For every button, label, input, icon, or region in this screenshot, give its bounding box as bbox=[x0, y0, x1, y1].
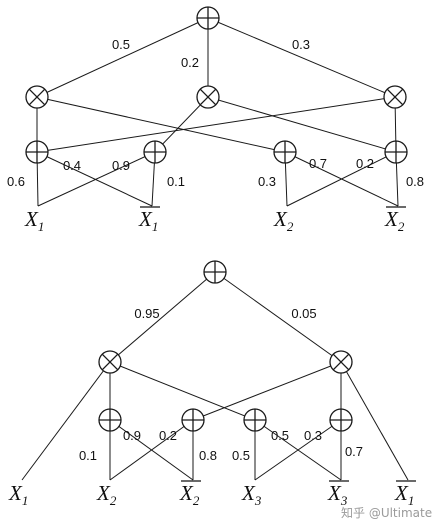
top-variable-nx2: X2 bbox=[384, 206, 406, 234]
bottom-sum-node-s3 bbox=[243, 408, 267, 432]
top-sum-node-s4 bbox=[384, 140, 408, 164]
edges-layer bbox=[21, 17, 409, 481]
top-variable-nx1: X1 bbox=[138, 206, 160, 234]
bottom-edge-r-p1 bbox=[109, 271, 216, 363]
top-edge-r-p3 bbox=[207, 17, 396, 98]
variable-subscript: 1 bbox=[22, 493, 29, 508]
top-edge-p3-s1 bbox=[36, 96, 396, 153]
top-product-node-p1 bbox=[25, 85, 49, 109]
bottom-sum-node-s1 bbox=[98, 408, 122, 432]
variable-symbol: X bbox=[384, 207, 399, 231]
top-weight-s2-x1: 0.9 bbox=[112, 158, 130, 173]
top-sum-node-r bbox=[196, 6, 220, 30]
top-variable-x1: X1 bbox=[24, 207, 44, 234]
top-weight-s4-nx2: 0.8 bbox=[406, 174, 424, 189]
top-edge-s1-nx1 bbox=[36, 151, 153, 207]
top-weight-s4-x2: 0.2 bbox=[356, 156, 374, 171]
svg-text:X2: X2 bbox=[179, 481, 200, 508]
svg-text:X1: X1 bbox=[394, 481, 414, 508]
bottom-edge-r-p2 bbox=[214, 271, 342, 363]
bottom-variable-x1: X1 bbox=[8, 481, 28, 508]
bottom-edge-p1-x1 bbox=[21, 361, 111, 481]
svg-text:X2: X2 bbox=[273, 207, 294, 234]
bottom-weight-s3-nx3: 0.5 bbox=[271, 428, 289, 443]
bottom-variable-nx2: X2 bbox=[179, 480, 201, 508]
bottom-variable-nx1: X1 bbox=[394, 480, 416, 508]
bottom-weight-s2-x2: 0.2 bbox=[159, 428, 177, 443]
bottom-weight-r-p1: 0.95 bbox=[134, 306, 159, 321]
variable-symbol: X bbox=[179, 481, 194, 505]
bottom-weight-s1-x2: 0.1 bbox=[79, 448, 97, 463]
variable-subscript: 2 bbox=[193, 493, 200, 508]
watermark: 知乎 @Ultimate bbox=[341, 506, 432, 520]
bottom-edge-s4-x3 bbox=[254, 419, 342, 481]
variable-symbol: X bbox=[96, 481, 111, 505]
variable-symbol: X bbox=[394, 481, 409, 505]
bottom-edge-s2-x2 bbox=[109, 419, 194, 481]
top-product-node-p2 bbox=[196, 85, 220, 109]
bottom-product-node-p2 bbox=[329, 350, 353, 374]
top-edge-r-p1 bbox=[36, 17, 209, 98]
svg-text:X3: X3 bbox=[241, 481, 262, 508]
svg-text:X1: X1 bbox=[138, 207, 158, 234]
bottom-weight-s4-nx3: 0.7 bbox=[345, 444, 363, 459]
svg-text:X1: X1 bbox=[8, 481, 28, 508]
top-product-node-p3 bbox=[383, 85, 407, 109]
bottom-edge-p1-s3 bbox=[109, 361, 256, 421]
top-weight-s3-x2: 0.3 bbox=[258, 174, 276, 189]
top-sum-node-s1 bbox=[25, 140, 49, 164]
variable-subscript: 2 bbox=[110, 493, 117, 508]
svg-text:X2: X2 bbox=[384, 207, 405, 234]
svg-text:X2: X2 bbox=[96, 481, 117, 508]
top-weight-s1-nx1: 0.4 bbox=[63, 158, 81, 173]
top-weight-r-p1: 0.5 bbox=[112, 37, 130, 52]
variable-subscript: 2 bbox=[287, 219, 294, 234]
bottom-sum-node-s4 bbox=[329, 408, 353, 432]
top-edge-s4-x2 bbox=[286, 151, 397, 207]
bottom-product-node-p1 bbox=[98, 350, 122, 374]
top-edge-s2-x1 bbox=[37, 151, 156, 207]
bottom-edge-p2-nx1 bbox=[340, 361, 409, 481]
variable-subscript: 3 bbox=[254, 493, 262, 508]
bottom-edge-p2-s2 bbox=[192, 361, 342, 421]
bottom-weight-s1-nx2: 0.9 bbox=[123, 428, 141, 443]
labels-layer: 0.5 0.2 0.3 0.6 0.4 0.9 0.1 0.3 0.7 0.2 0.8 0.95 0.0… bbox=[7, 37, 424, 463]
nodes-layer bbox=[25, 6, 408, 432]
bottom-weight-r-p2: 0.05 bbox=[291, 306, 316, 321]
top-weight-r-p3: 0.3 bbox=[292, 37, 310, 52]
bottom-variable-x3: X3 bbox=[241, 481, 262, 508]
top-variable-x2: X2 bbox=[273, 207, 294, 234]
top-sum-node-s2 bbox=[143, 140, 167, 164]
variable-subscript: 1 bbox=[38, 219, 45, 234]
variable-subscript: 3 bbox=[340, 493, 348, 508]
top-weight-s1-x1: 0.6 bbox=[7, 174, 25, 189]
variable-symbol: X bbox=[327, 481, 342, 505]
bottom-sum-node-r bbox=[203, 260, 227, 284]
top-edge-p2-s4 bbox=[207, 96, 397, 153]
bottom-weight-s2-nx2: 0.8 bbox=[199, 448, 217, 463]
variable-subscript: 1 bbox=[152, 219, 159, 234]
top-sum-node-s3 bbox=[273, 140, 297, 164]
bottom-variable-x2: X2 bbox=[96, 481, 117, 508]
variable-subscript: 2 bbox=[398, 219, 405, 234]
bottom-weight-s3-x3: 0.5 bbox=[232, 448, 250, 463]
top-weight-s3-nx2: 0.7 bbox=[309, 156, 327, 171]
variable-symbol: X bbox=[8, 481, 23, 505]
top-edge-p2-s2 bbox=[154, 96, 209, 153]
variable-symbol: X bbox=[138, 207, 153, 231]
variable-subscript: 1 bbox=[408, 493, 415, 508]
top-weight-r-p2: 0.2 bbox=[181, 55, 199, 70]
top-weight-s2-nx1: 0.1 bbox=[167, 174, 185, 189]
svg-text:X1: X1 bbox=[24, 207, 44, 234]
bottom-variable-nx3: X3 bbox=[327, 480, 349, 508]
bottom-sum-node-s2 bbox=[181, 408, 205, 432]
top-edge-p1-s3 bbox=[36, 96, 286, 153]
svg-text:X3: X3 bbox=[327, 481, 348, 508]
variable-symbol: X bbox=[241, 481, 256, 505]
bottom-weight-s4-x3: 0.3 bbox=[304, 428, 322, 443]
variable-symbol: X bbox=[273, 207, 288, 231]
variable-symbol: X bbox=[24, 207, 39, 231]
